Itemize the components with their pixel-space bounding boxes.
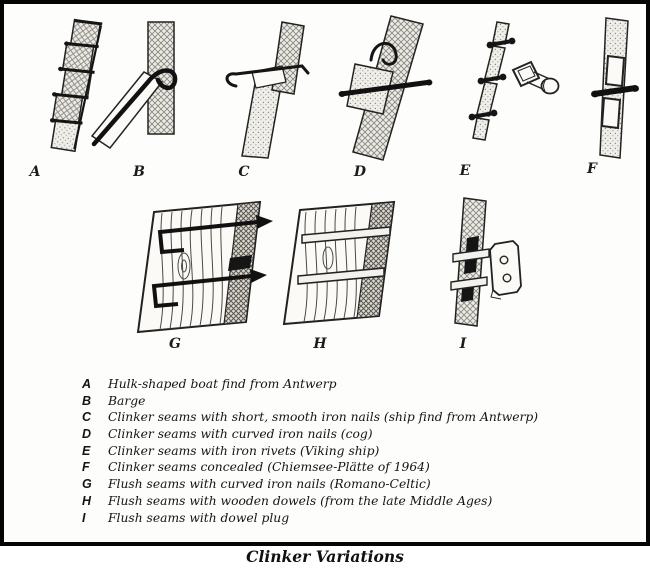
illustration-h-drawing <box>282 200 396 326</box>
figure-label-a: A <box>29 164 41 180</box>
legend-text: Clinker seams with curved iron nails (co… <box>108 427 373 442</box>
legend-letter: B <box>82 393 92 408</box>
figure-label-e: E <box>459 163 471 179</box>
figure-label-g: G <box>169 336 181 352</box>
legend-row: I Flush seams with dowel plug <box>82 510 627 527</box>
legend-text: Hulk-shaped boat find from Antwerp <box>108 377 337 391</box>
figure-label-f: F <box>587 161 597 177</box>
figure-label-i: I <box>459 336 467 352</box>
figure-label-c: C <box>238 164 250 180</box>
illustration-i-drawing <box>450 197 522 327</box>
legend-text: Clinker seams concealed (Chiemsee-Plätte… <box>108 460 430 475</box>
legend-row: E Clinker seams with iron rivets (Viking… <box>82 443 627 460</box>
illustration-d-drawing <box>338 15 433 161</box>
illustration-b-drawing <box>90 21 178 150</box>
illustration-a <box>20 12 120 162</box>
legend-letter: E <box>82 443 91 458</box>
figure-label-b: B <box>133 164 145 180</box>
illustration-f-drawing <box>591 17 639 159</box>
legend-letter: I <box>82 510 86 525</box>
legend-letter: D <box>82 427 92 442</box>
legend-row: B Barge <box>82 393 627 410</box>
illustration-g <box>126 196 276 346</box>
illustration-b <box>86 16 201 164</box>
illustration-c-drawing <box>225 21 310 159</box>
illustration-i <box>449 192 529 342</box>
legend: A Hulk-shaped boat find from Antwerp B B… <box>82 376 627 526</box>
legend-letter: A <box>82 377 92 391</box>
legend-text: Flush seams with dowel plug <box>108 510 290 525</box>
figure-label-h: H <box>313 336 327 352</box>
caption: Clinker Variations <box>246 547 404 566</box>
illustration-d <box>329 12 439 164</box>
figure-frame: A B C D E F G H I A Hulk-shaped boat fin… <box>0 0 650 546</box>
legend-row: D Clinker seams with curved iron nails (… <box>82 426 627 443</box>
illustration-f <box>574 12 650 164</box>
legend-row: A Hulk-shaped boat find from Antwerp <box>82 376 627 393</box>
legend-letter: F <box>82 460 90 475</box>
illustration-a-drawing <box>49 18 103 153</box>
legend-row: C Clinker seams with short, smooth iron … <box>82 409 627 426</box>
illustration-c <box>212 16 322 164</box>
legend-row: H Flush seams with wooden dowels (from t… <box>82 493 627 510</box>
illustration-e-drawing <box>468 21 560 141</box>
legend-text: Clinker seams with short, smooth iron na… <box>108 410 539 425</box>
illustration-h <box>276 196 416 336</box>
figure-label-d: D <box>353 164 367 180</box>
illustration-e <box>439 18 561 163</box>
legend-row: G Flush seams with curved iron nails (Ro… <box>82 476 627 493</box>
legend-text: Barge <box>108 393 146 408</box>
legend-text: Clinker seams with iron rivets (Viking s… <box>108 443 380 458</box>
legend-letter: G <box>82 477 92 492</box>
legend-row: F Clinker seams concealed (Chiemsee-Plät… <box>82 459 627 476</box>
legend-text: Flush seams with curved iron nails (Roma… <box>108 477 431 492</box>
legend-letter: H <box>82 493 92 508</box>
illustration-g-drawing <box>136 200 273 334</box>
legend-text: Flush seams with wooden dowels (from the… <box>108 493 493 508</box>
legend-letter: C <box>82 410 92 425</box>
